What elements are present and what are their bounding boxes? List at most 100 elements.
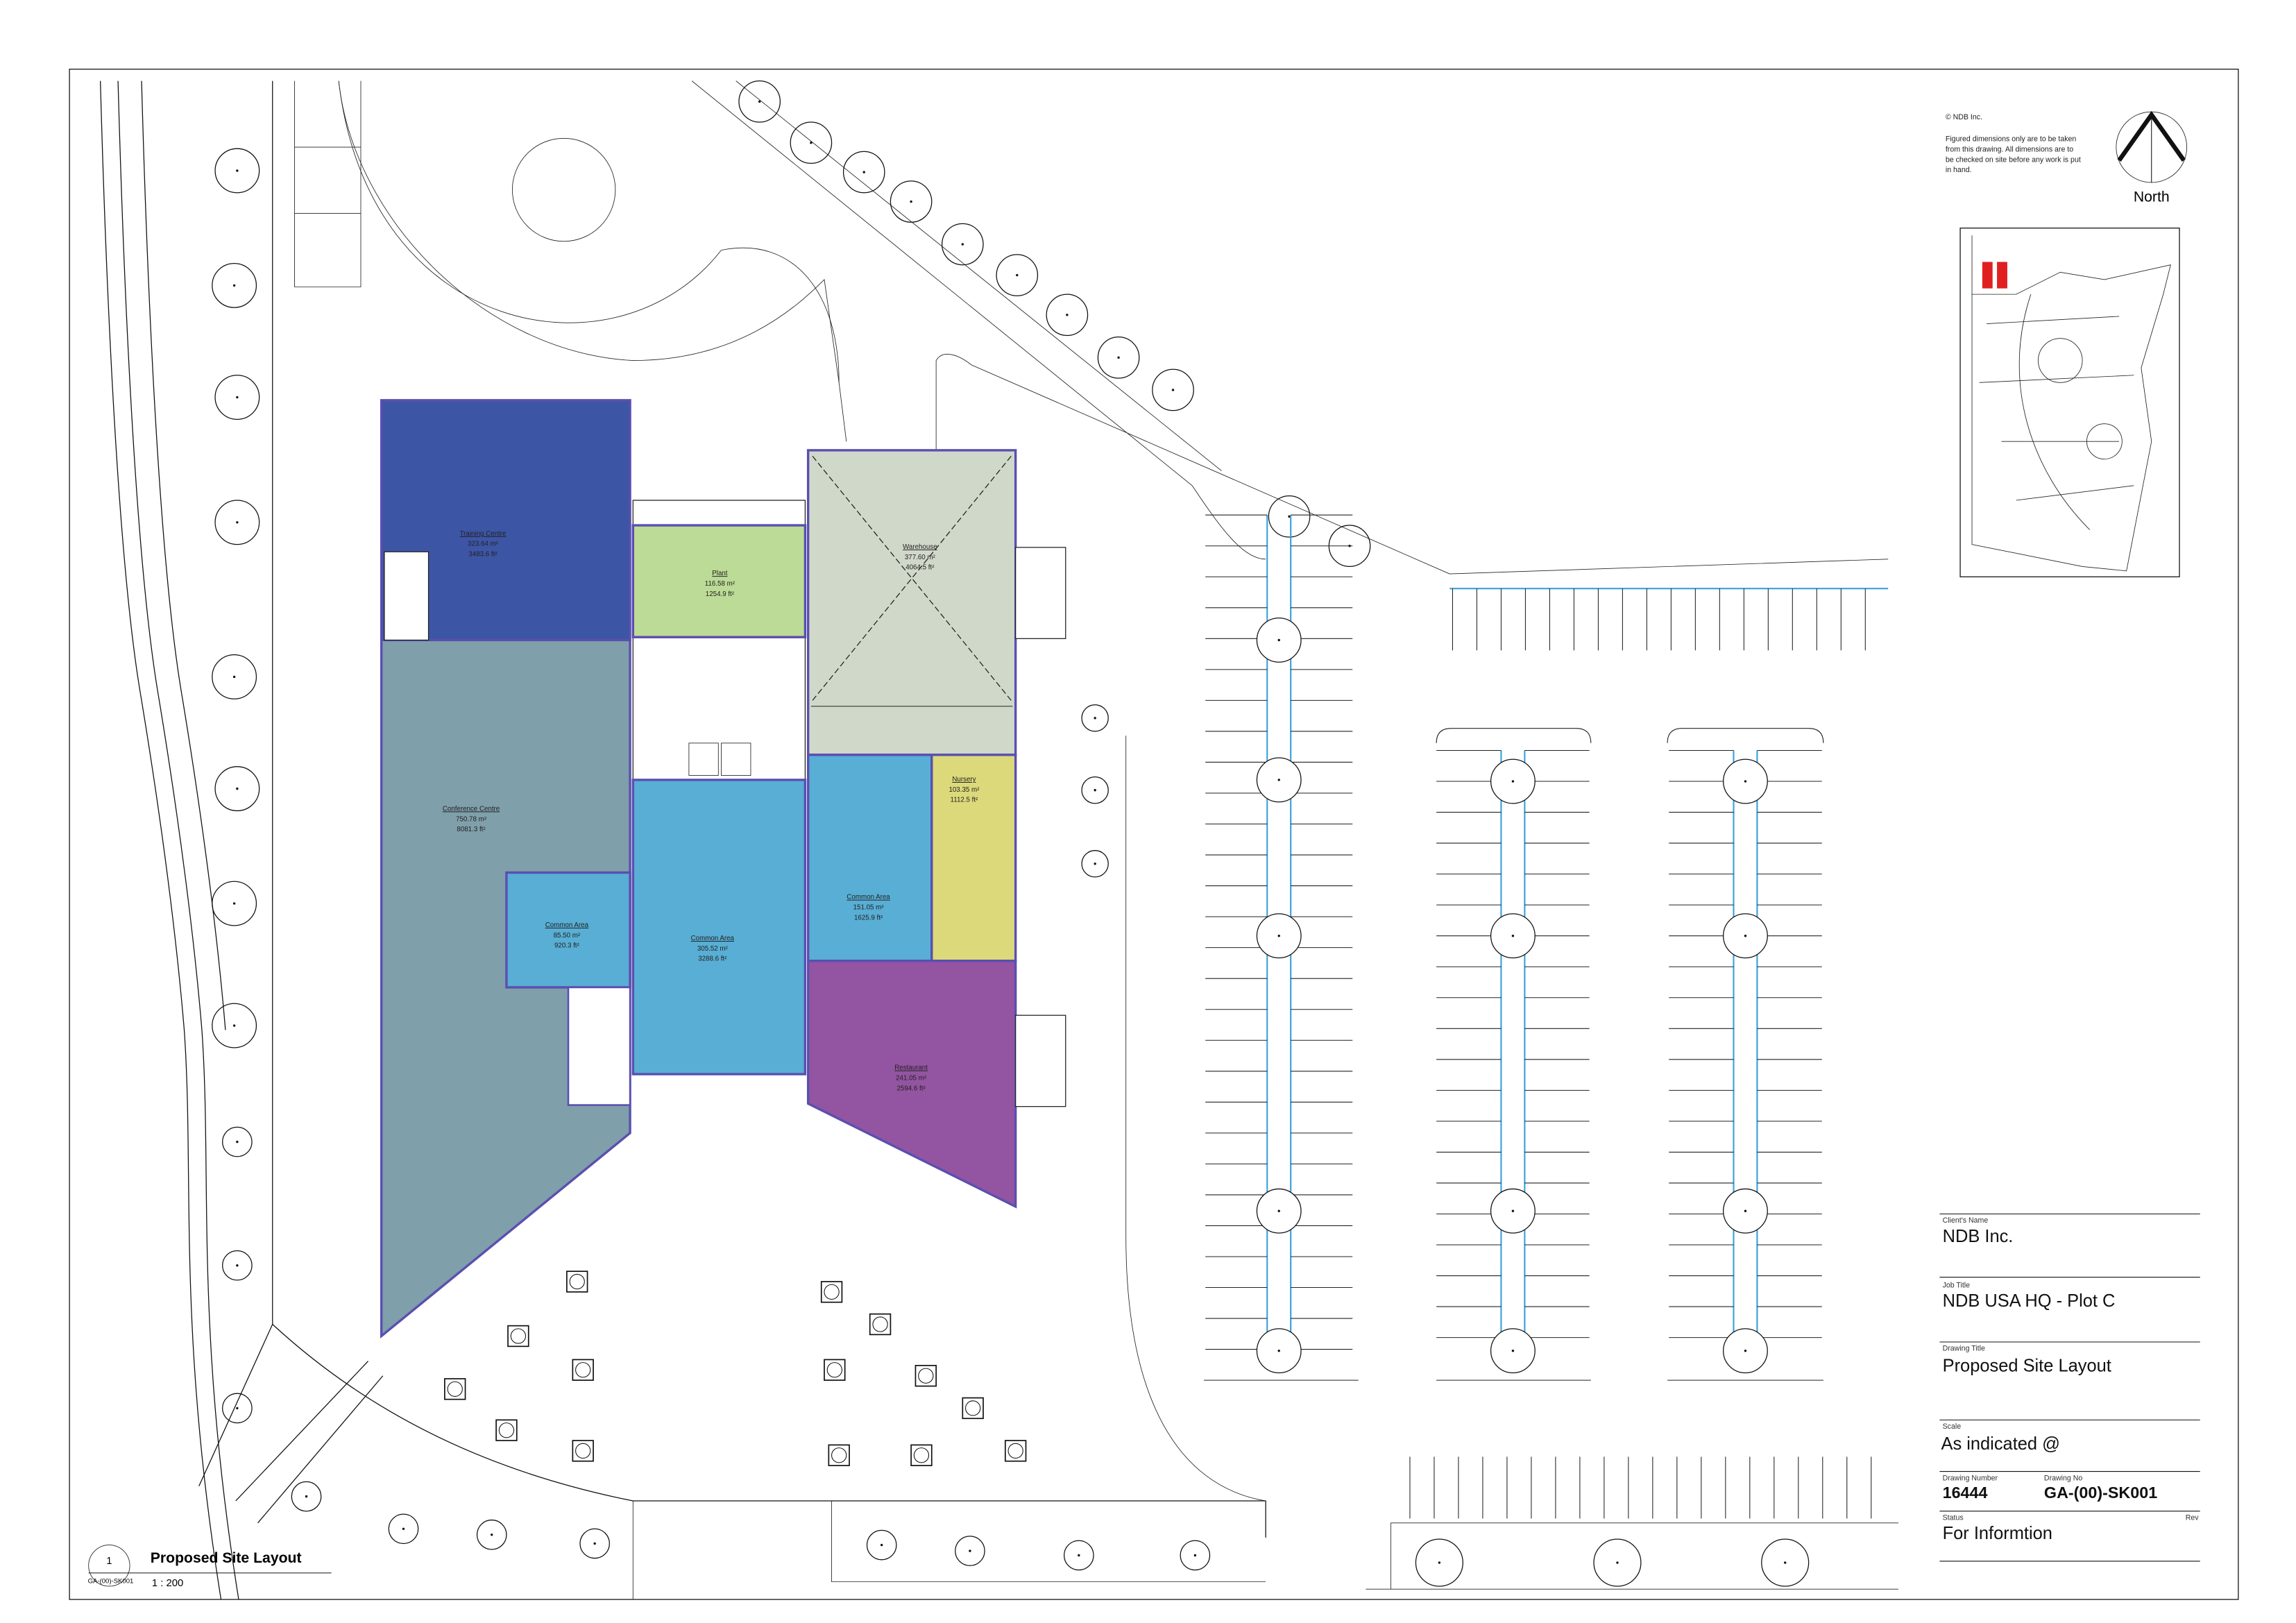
copyright-note: © NDB Inc. [1946,113,1982,121]
planter-icon [444,1378,466,1400]
tree-trunk-icon [1016,273,1019,277]
room-area-m2: 151.05 m² [853,904,885,912]
trees [212,80,1810,1587]
room-common-area-mid[interactable] [631,779,807,1076]
tree-icon [510,1328,527,1344]
drawing-number: 16444 [1943,1484,1988,1502]
tree-trunk-icon [1511,1349,1515,1352]
tree-trunk-icon [1171,389,1175,391]
room-common-area-small[interactable] [505,871,631,989]
tree-icon [824,1284,840,1300]
planter-icon [1004,1440,1027,1462]
tree-icon [222,1393,253,1424]
room-plant[interactable] [631,524,807,638]
tree-icon [569,1273,585,1290]
north-label: North [2134,189,2170,205]
tree-icon [222,1250,253,1281]
drawing-title-label: Drawing Title [1943,1345,1985,1353]
tree-trunk-icon [1744,1349,1747,1352]
tree-trunk-icon [1193,1554,1197,1557]
tree-icon [291,1481,322,1512]
room-area-ft2: 4064.5 ft² [905,564,935,572]
sheet-border [69,69,2239,1600]
tree-trunk-icon [1277,1209,1280,1212]
tree-icon [1046,294,1089,337]
tree-icon [1007,1443,1023,1459]
job-title-label: Job Title [1943,1282,1971,1290]
stair-core-east-2 [1015,1014,1066,1107]
room-area-m2: 750.78 m² [456,815,487,823]
planter-icon [962,1397,984,1420]
planter-icon [910,1444,933,1466]
tree-trunk-icon [1277,1349,1280,1352]
room-restaurant[interactable] [806,960,1017,1209]
room-area-ft2: 3483.6 ft² [468,551,498,559]
room-name: Common Area [545,921,589,929]
tree-trunk-icon [1066,314,1069,316]
disclaimer-line: Figured dimensions only are to be taken [1946,135,2077,144]
room-name: Common Area [691,935,735,942]
building-floorplan [380,399,1066,1339]
rev-label: Rev [2186,1514,2200,1522]
room-area-m2: 305.52 m² [697,945,729,953]
tree-trunk-icon [491,1533,493,1536]
tree-icon [214,148,260,194]
planter-icon [915,1365,937,1387]
tree-icon [575,1443,591,1459]
tree-icon [996,254,1039,296]
disclaimer-line: from this drawing. All dimensions are to [1946,145,2073,153]
tree-trunk-icon [1094,863,1096,865]
room-warehouse[interactable] [806,449,1017,756]
tree-trunk-icon [880,1543,883,1547]
planter-icon [820,1281,843,1303]
view-number: 1 [106,1556,112,1567]
tree-trunk-icon [1078,1554,1080,1557]
tree-trunk-icon [232,902,236,905]
tree-icon [872,1316,888,1332]
tree-trunk-icon [236,396,239,399]
tree-icon [212,1003,257,1048]
tree-trunk-icon [236,1407,239,1410]
tree-icon [1097,336,1140,379]
status-label: Status [1943,1514,1964,1522]
drawing-title: Proposed Site Layout [1943,1356,2111,1375]
tree-trunk-icon [810,141,813,144]
tree-icon [1268,495,1311,538]
planter-icon [572,1359,594,1381]
tree-icon [826,1362,842,1378]
tree-trunk-icon [969,1549,971,1552]
room-common-area-right[interactable] [806,754,933,962]
tree-trunk-icon [1277,934,1280,937]
tree-trunk-icon [1438,1561,1441,1564]
client-name: NDB Inc. [1943,1227,2014,1246]
room-area-ft2: 1625.9 ft² [854,914,883,921]
view-title: 1 GA-(00)-SK001 Proposed Site Layout 1 :… [88,1545,332,1589]
room-area-m2: 116.58 m² [705,580,735,588]
status-value: For Informtion [1943,1524,2052,1543]
drawing-no: GA-(00)-SK001 [2044,1484,2157,1502]
room-area-ft2: 2594.6 ft² [896,1085,926,1092]
tree-icon [1081,776,1109,804]
tree-trunk-icon [236,1140,239,1144]
tree-icon [1081,704,1109,732]
key-plan-map [1959,228,2180,577]
scale-value: As indicated @ [1941,1434,2059,1454]
room-nursery[interactable] [930,754,1017,962]
tree-trunk-icon [862,171,865,173]
stair-core-east [1015,547,1066,639]
stair-core-south [567,986,631,1106]
room-name: Warehouse [903,543,937,551]
tree-icon [890,180,933,223]
tree-icon [214,375,260,420]
tree-icon [388,1513,419,1545]
tree-trunk-icon [1511,934,1515,937]
tree-trunk-icon [232,1024,236,1027]
view-sheet-ref: GA-(00)-SK001 [88,1578,134,1586]
planter-icon [566,1271,588,1293]
tree-icon [476,1519,507,1550]
job-title: NDB USA HQ - Plot C [1943,1291,2116,1311]
room-name: Restaurant [894,1064,928,1072]
title-block: Client's Name NDB Inc. Job Title NDB USA… [1939,1213,2200,1562]
room-name: Training Centre [460,530,507,538]
